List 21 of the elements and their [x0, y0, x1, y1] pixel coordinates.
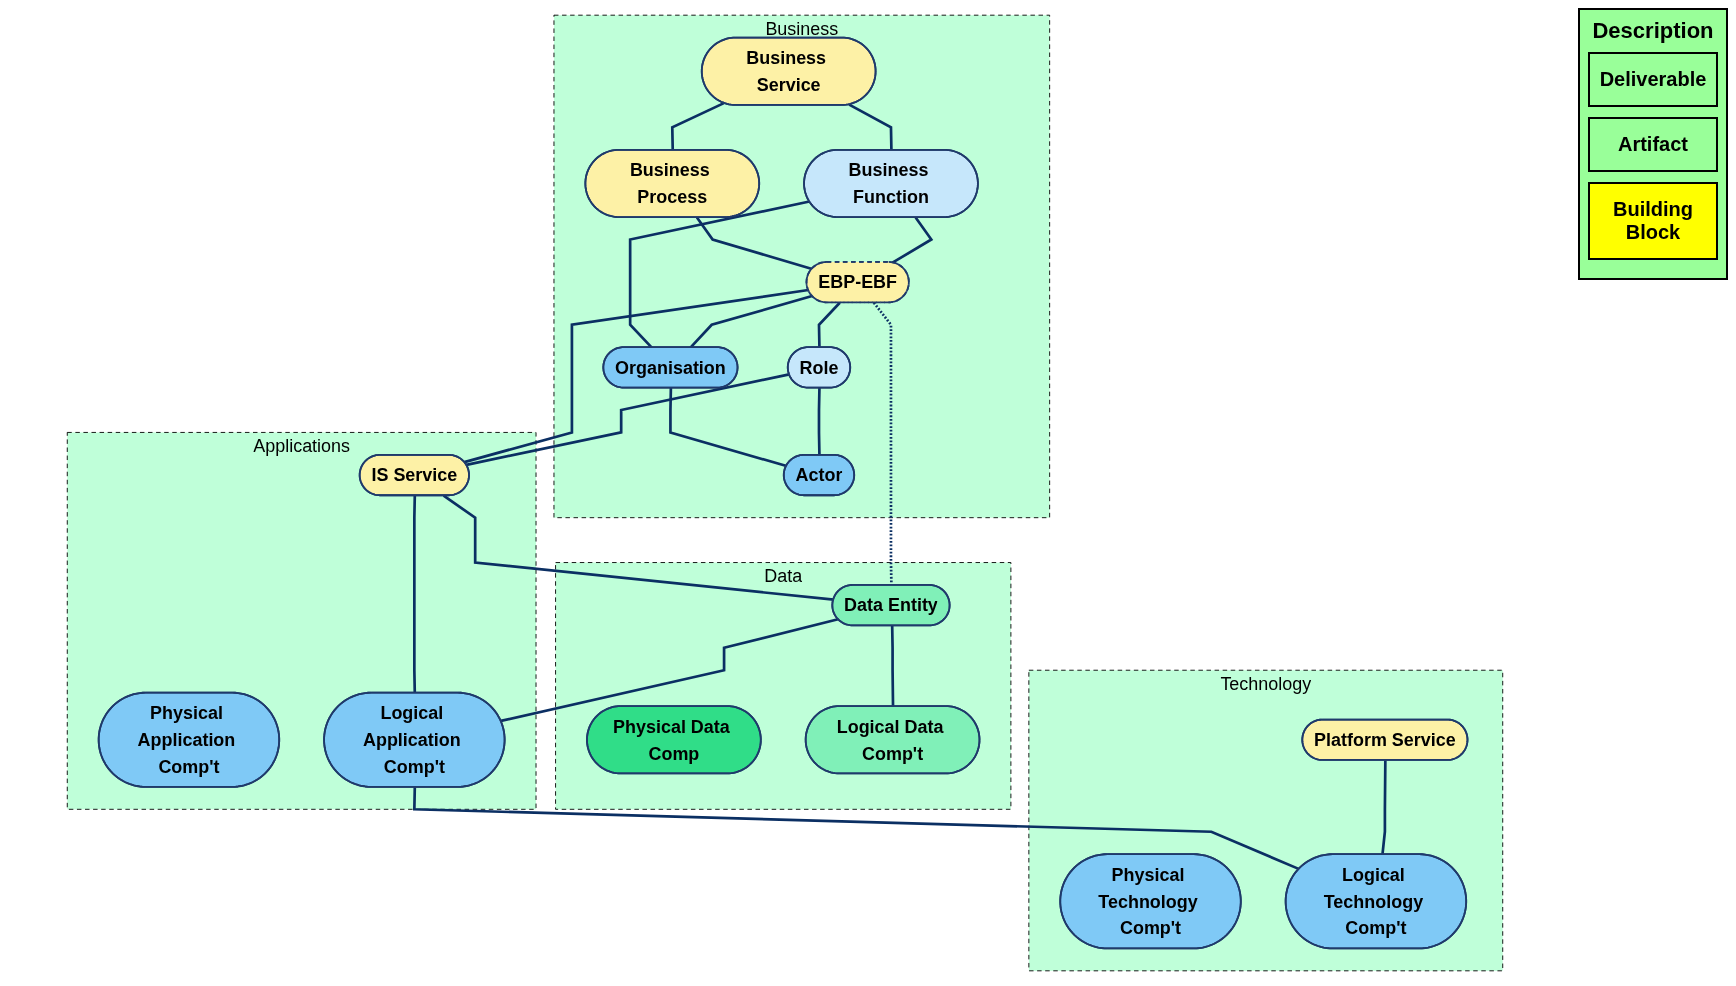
connector — [628, 200, 810, 349]
connector — [891, 216, 934, 264]
connector — [689, 294, 813, 349]
connector — [848, 103, 893, 151]
connector — [817, 388, 821, 456]
legend-swatch: Building Block — [1588, 182, 1718, 260]
connector — [413, 495, 417, 694]
connector — [670, 101, 725, 151]
connector — [890, 625, 895, 707]
connector — [1381, 760, 1387, 855]
connector — [412, 787, 1300, 871]
connector — [442, 494, 834, 602]
connector — [817, 301, 841, 348]
legend-swatch: Deliverable — [1588, 52, 1718, 107]
connector — [695, 216, 813, 271]
connector — [500, 617, 839, 723]
connector — [466, 373, 790, 467]
connector — [669, 388, 787, 468]
legend-title: Description — [1591, 18, 1715, 44]
legend-swatch: Artifact — [1588, 117, 1718, 172]
connector — [464, 288, 809, 464]
